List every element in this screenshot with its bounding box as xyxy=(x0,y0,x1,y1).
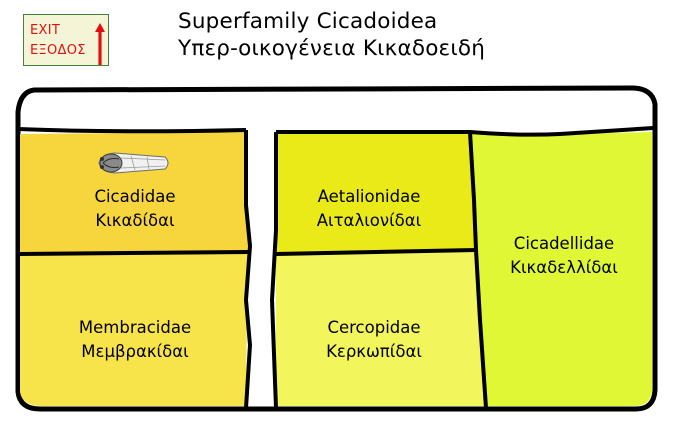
boundary-right-column xyxy=(468,131,488,409)
boundary-left-middle xyxy=(17,250,249,256)
boundary-center-middle xyxy=(275,248,477,256)
region-cicadidae[interactable] xyxy=(20,132,248,254)
region-cicadellidae[interactable] xyxy=(470,132,652,406)
title-greek: Υπερ-οικογένεια Κικαδοειδή xyxy=(178,36,486,61)
page-title: Superfamily Cicadoidea Υπερ-οικογένεια Κ… xyxy=(178,8,485,62)
title-english: Superfamily Cicadoidea xyxy=(178,9,438,34)
exit-button[interactable]: EXIT ΕΞΟΔΟΣ xyxy=(23,14,109,66)
boundary-center-column xyxy=(270,132,278,409)
boundary-left-column xyxy=(244,130,252,409)
exit-label: EXIT ΕΞΟΔΟΣ xyxy=(30,23,86,58)
region-cercopidae[interactable] xyxy=(276,250,486,406)
region-membracidae[interactable] xyxy=(20,252,248,406)
region-aetalionidae[interactable] xyxy=(276,134,476,254)
up-arrow-icon xyxy=(95,23,105,65)
boundary-top-right xyxy=(276,126,654,137)
boundary-top-left xyxy=(17,127,247,134)
